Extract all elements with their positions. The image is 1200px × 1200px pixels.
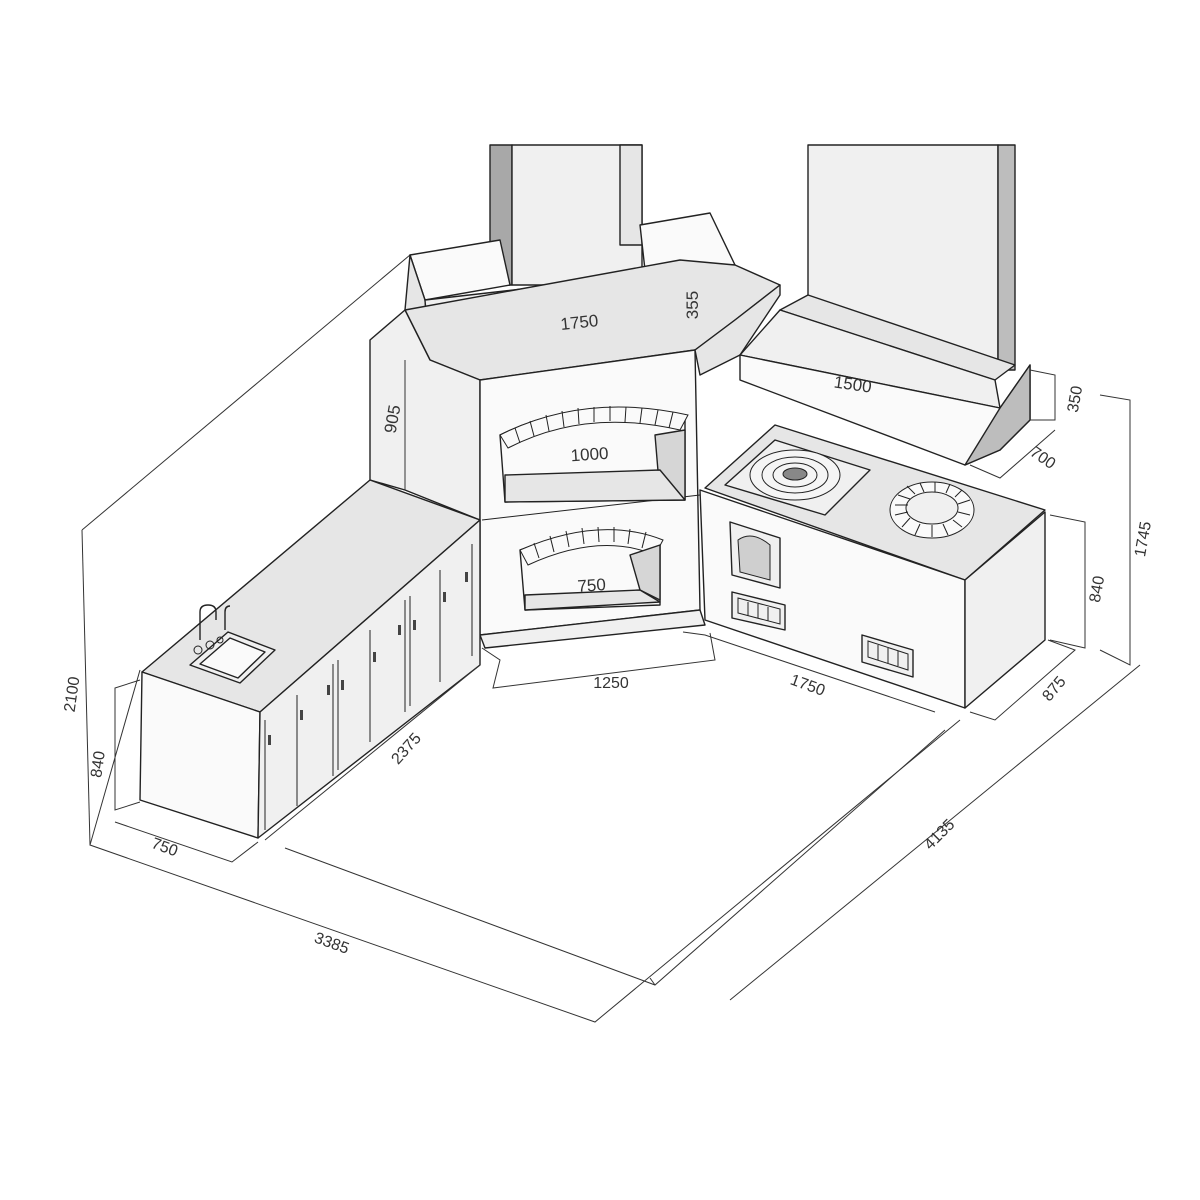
dimension-lines xyxy=(114,360,1131,863)
grill-ring xyxy=(889,481,975,539)
dim-oven-upper-width: 1000 xyxy=(570,444,609,466)
stove-hood xyxy=(739,144,1031,466)
dim-hood-oven-height: 355 xyxy=(683,291,702,319)
lower-arch-bricks xyxy=(533,526,647,559)
stove-vent-left xyxy=(731,591,786,631)
dim-stove-height: 840 xyxy=(1087,575,1108,604)
dim-hood-oven-width: 1750 xyxy=(560,311,600,334)
dim-total-depth-right: 4135 xyxy=(921,816,958,853)
dim-stove-hood-depth: 700 xyxy=(1027,444,1059,473)
dim-oven-lower-width: 750 xyxy=(577,575,607,596)
dim-total-height-left: 2100 xyxy=(62,675,84,713)
dim-oven-side-height: 905 xyxy=(381,403,405,434)
oven-chimneys xyxy=(489,144,643,286)
cooktop-rings xyxy=(749,449,841,501)
stove-vent-right xyxy=(861,634,914,678)
faucet xyxy=(193,604,231,655)
dimension-labels: 1750 355 905 1000 750 1250 1500 350 700 … xyxy=(62,291,1155,958)
dim-counter-depth: 750 xyxy=(149,835,180,860)
sink xyxy=(189,631,276,684)
stove-oven-door xyxy=(729,521,781,589)
dim-total-height-right: 1745 xyxy=(1132,520,1155,558)
upper-arch-bricks xyxy=(514,406,674,444)
stove-block xyxy=(699,424,1046,709)
counter-doors xyxy=(264,544,473,830)
dim-oven-base-width: 1250 xyxy=(593,675,629,692)
dim-stove-hood-height: 350 xyxy=(1065,385,1086,414)
oven-body xyxy=(369,259,781,649)
dim-stove-depth: 875 xyxy=(1039,673,1069,704)
dim-total-width-left: 3385 xyxy=(312,930,351,958)
cabinet-handles xyxy=(268,572,468,745)
dim-counter-height: 840 xyxy=(88,750,109,779)
floor-outline xyxy=(81,254,1141,1023)
counter xyxy=(139,479,481,839)
dim-stove-width: 1750 xyxy=(788,672,827,700)
